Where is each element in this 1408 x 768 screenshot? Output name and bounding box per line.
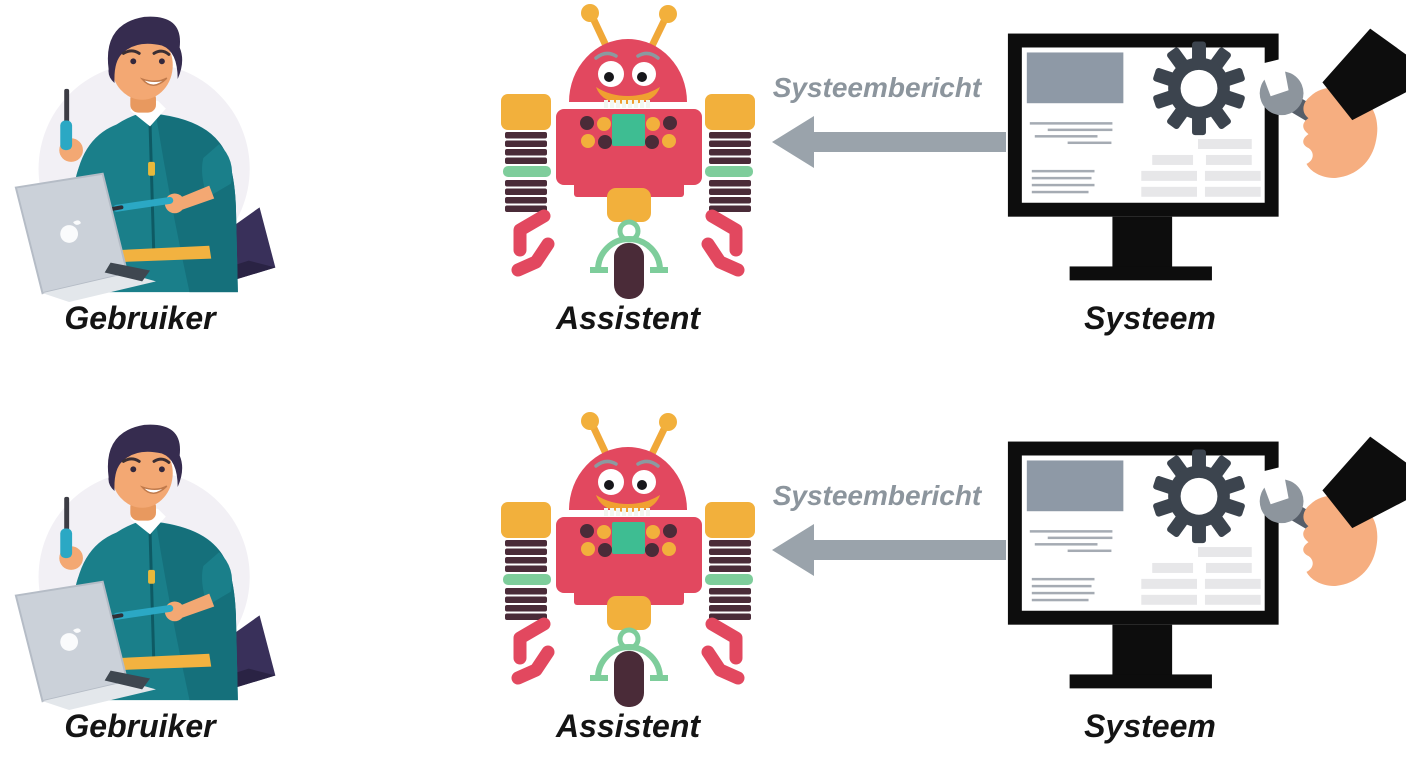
- conversation-row-2: Gebruiker Assistent Systeembericht Syste…: [0, 384, 1408, 768]
- message-label: Systeembericht: [772, 480, 982, 511]
- conversation-row-1: Gebruiker Assistent Systeembericht Syste…: [0, 0, 1408, 336]
- assistant-label: Assistent: [555, 300, 701, 336]
- user-illustration: [6, 4, 302, 310]
- system-illustration: [990, 0, 1408, 300]
- user-at-desk-icon: [6, 4, 302, 310]
- arrow-left-icon: [772, 524, 1006, 576]
- monitor-gear-wrench-icon: [990, 0, 1408, 300]
- system-message-group: Systeembericht: [758, 480, 996, 576]
- user-label: Gebruiker: [64, 708, 216, 744]
- assistant-illustration: [468, 2, 788, 302]
- monitor-gear-wrench-icon: [990, 408, 1408, 708]
- arrow-left-icon: [772, 116, 1006, 168]
- user-illustration: [6, 412, 302, 718]
- system-label: Systeem: [1084, 708, 1216, 744]
- assistant-illustration: [468, 410, 788, 710]
- assistant-label: Assistent: [555, 708, 701, 744]
- robot-icon: [468, 2, 788, 302]
- message-label: Systeembericht: [772, 72, 982, 103]
- system-label: Systeem: [1084, 300, 1216, 336]
- user-at-desk-icon: [6, 412, 302, 718]
- system-illustration: [990, 408, 1408, 708]
- user-label: Gebruiker: [64, 300, 216, 336]
- robot-icon: [468, 410, 788, 710]
- system-message-group: Systeembericht: [758, 72, 996, 168]
